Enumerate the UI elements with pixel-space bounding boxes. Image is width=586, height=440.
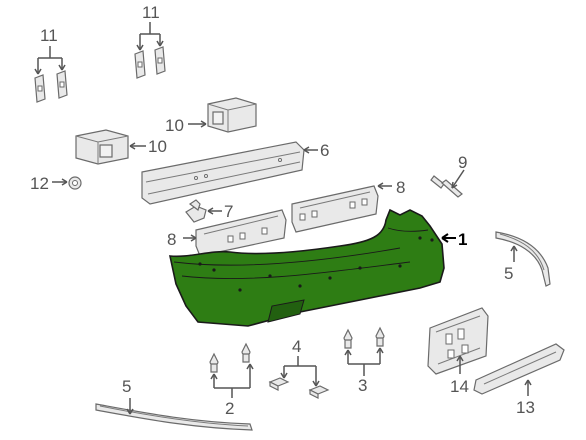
callout-10-upper: 10	[165, 116, 184, 135]
callout-6: 6	[320, 141, 329, 160]
arrow-8-left	[190, 234, 197, 242]
arrowheads-2	[210, 363, 254, 380]
leader-11-left	[37, 46, 63, 74]
leader-9	[451, 169, 465, 189]
callout-8-left: 8	[167, 230, 176, 249]
callout-12: 12	[30, 174, 49, 193]
bumper-cover	[168, 208, 445, 327]
molding-right	[495, 231, 551, 287]
bumper-bracket-left	[195, 209, 287, 257]
license-bracket	[427, 307, 489, 375]
leader-11-top	[139, 22, 161, 50]
arrow-8-right	[377, 182, 384, 190]
arrow-5-right	[510, 245, 518, 252]
leader-3	[347, 348, 381, 376]
callout-9: 9	[458, 153, 467, 172]
callout-8-right: 8	[396, 178, 405, 197]
arrow-7	[207, 207, 214, 215]
arrow-14	[456, 355, 464, 362]
energy-absorber-lower	[75, 129, 129, 165]
callout-10-lower: 10	[148, 137, 167, 156]
arrow-5-left	[126, 408, 134, 415]
arrow-10-lower	[129, 142, 136, 150]
callout-3: 3	[358, 376, 367, 395]
arrow-10-upper	[200, 120, 207, 128]
arrowheads-4	[280, 372, 320, 387]
arrowheads-3	[344, 347, 384, 356]
arrow-12	[61, 178, 68, 186]
clip-pair-left	[34, 70, 68, 103]
callout-13: 13	[516, 398, 535, 417]
arrow-9	[451, 181, 458, 189]
bumper-bracket-right	[291, 185, 379, 233]
callout-4: 4	[292, 337, 301, 356]
callout-14: 14	[450, 377, 469, 396]
clip-nuts-4	[268, 377, 330, 399]
callout-2: 2	[225, 399, 234, 418]
leader-4	[283, 356, 317, 386]
callout-5-left: 5	[122, 377, 131, 396]
arrow-13	[524, 379, 532, 386]
arrowheads-11-top	[136, 40, 164, 51]
callout-11-top: 11	[142, 3, 160, 22]
push-clips-3	[343, 326, 385, 349]
bolt	[185, 199, 207, 223]
arrow-6	[303, 146, 310, 154]
arrowheads-11-left	[34, 64, 66, 75]
push-clips-2	[209, 342, 251, 373]
energy-absorber-upper	[207, 97, 257, 133]
arrow-1	[441, 233, 449, 243]
clip-pair-top	[134, 46, 166, 79]
callout-1: 1	[458, 230, 467, 249]
bumper-cover-shape	[168, 208, 445, 327]
nut	[68, 176, 82, 190]
push-pin	[430, 175, 463, 198]
callout-5-right: 5	[504, 264, 513, 283]
side-bracket	[473, 343, 565, 395]
molding-left	[95, 403, 253, 431]
reinforcement-bar	[141, 141, 305, 205]
callout-7: 7	[224, 202, 233, 221]
callout-11-left: 11	[40, 26, 58, 45]
leader-2	[213, 364, 251, 398]
